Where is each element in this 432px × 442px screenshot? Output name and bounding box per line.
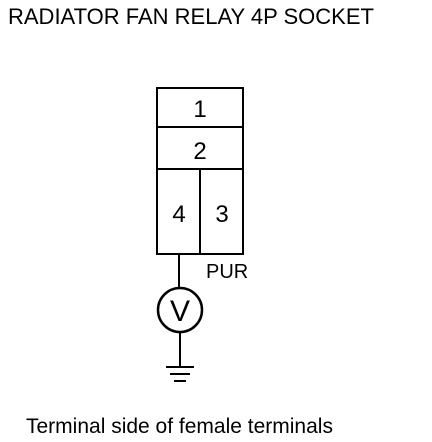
terminal-1-label: 1 bbox=[193, 96, 206, 123]
connector-socket bbox=[156, 87, 244, 255]
terminal-3-label: 3 bbox=[215, 201, 228, 228]
voltmeter-icon: V bbox=[156, 286, 204, 334]
voltmeter-symbol: V bbox=[170, 295, 190, 328]
wire-color-label: PUR bbox=[206, 261, 248, 283]
terminal-2-label: 2 bbox=[193, 138, 206, 165]
diagram-title: RADIATOR FAN RELAY 4P SOCKET bbox=[8, 4, 374, 29]
ground-icon bbox=[166, 366, 194, 382]
terminal-4-label: 4 bbox=[172, 201, 185, 228]
diagram-caption: Terminal side of female terminals bbox=[26, 415, 333, 438]
